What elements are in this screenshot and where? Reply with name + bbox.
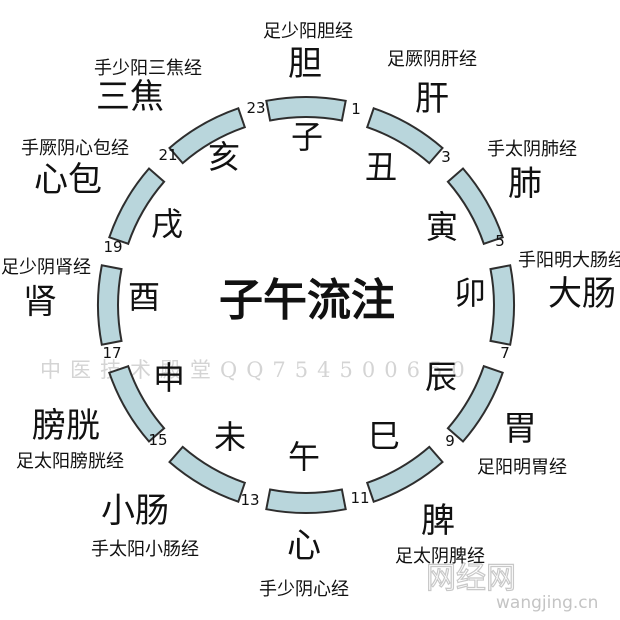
meridian-label: 足厥阴肝经: [387, 49, 477, 70]
organ-label: 肾: [23, 282, 57, 322]
organ-label: 膀胱: [32, 406, 100, 446]
meridian-label: 足阳明胃经: [477, 457, 567, 478]
meridian-label: 手少阴心经: [259, 579, 349, 600]
earthly-branch-label: 寅: [426, 208, 458, 246]
organ-label: 脾: [421, 501, 455, 541]
hour-arc-segment: [168, 107, 247, 165]
hour-number: 5: [495, 232, 505, 250]
hour-arc-segment: [168, 445, 247, 503]
earthly-branch-label: 子: [291, 118, 323, 156]
organ-label: 小肠: [101, 491, 169, 531]
earthly-branch-label: 巳: [368, 417, 400, 455]
hour-arc-segment: [265, 96, 347, 122]
hour-arc-segment: [108, 364, 166, 443]
site-logo: 网经网 wangjing.cn: [425, 560, 598, 613]
hour-number: 17: [102, 344, 121, 362]
organ-label: 大肠: [548, 274, 616, 314]
organ-label: 胃: [503, 409, 537, 449]
hour-number: 9: [445, 432, 455, 450]
meridian-label: 足太阴脾经: [395, 546, 485, 567]
earthly-branch-label: 午: [288, 438, 320, 476]
earthly-branch-label: 申: [153, 359, 185, 397]
hour-number: 21: [158, 146, 177, 164]
meridian-label: 手少阳三焦经: [94, 58, 202, 79]
hour-number: 19: [103, 238, 122, 256]
hour-number: 15: [148, 431, 167, 449]
meridian-label: 手太阴肺经: [487, 139, 577, 160]
meridian-label: 足少阳胆经: [263, 21, 353, 42]
hour-arc-segment: [446, 167, 504, 246]
diagram-title: 子午流注: [219, 275, 395, 326]
hour-number: 1: [351, 100, 361, 118]
organ-label: 心包: [34, 160, 102, 200]
hour-number: 11: [350, 489, 369, 507]
organ-label: 胆: [288, 44, 322, 84]
branch-labels: 子胆足少阳胆经丑肝足厥阴肝经寅肺手太阴肺经卯大肠手阳明大肠经辰胃足阳明胃经巳脾足…: [1, 21, 620, 600]
hour-number: 7: [500, 344, 510, 362]
hour-arc-segment: [265, 488, 347, 514]
meridian-label: 足少阴肾经: [1, 257, 91, 278]
hour-arc-segment: [365, 445, 444, 503]
hour-arc-segment: [446, 364, 504, 443]
meridian-label: 手厥阴心包经: [21, 138, 129, 159]
organ-label: 肺: [508, 164, 542, 204]
earthly-branch-label: 卯: [454, 274, 486, 312]
earthly-branch-label: 亥: [208, 138, 240, 176]
organ-label: 三焦: [96, 77, 164, 117]
organ-label: 肝: [415, 79, 449, 119]
meridian-label: 足太阳膀胱经: [16, 451, 124, 472]
site-logo-text: 网经网: [426, 561, 516, 596]
earthly-branch-label: 酉: [128, 278, 160, 316]
earthly-branch-label: 辰: [425, 358, 457, 396]
organ-label: 心: [287, 526, 321, 566]
earthly-branch-label: 戌: [151, 205, 183, 243]
hour-arc-ring: [97, 96, 515, 514]
meridian-label: 手阳明大肠经: [518, 250, 620, 271]
hour-arc-segment: [97, 264, 123, 346]
site-logo-url: wangjing.cn: [496, 593, 598, 613]
hour-arc-segment: [365, 107, 444, 165]
hour-arc-segment: [108, 167, 166, 246]
hour-number: 3: [441, 148, 451, 166]
meridian-label: 手太阳小肠经: [91, 539, 199, 560]
earthly-branch-label: 丑: [365, 148, 397, 186]
earthly-branch-label: 未: [214, 418, 246, 456]
hour-number: 13: [240, 491, 259, 509]
hour-arc-segment: [489, 264, 515, 346]
hour-number: 23: [246, 99, 265, 117]
